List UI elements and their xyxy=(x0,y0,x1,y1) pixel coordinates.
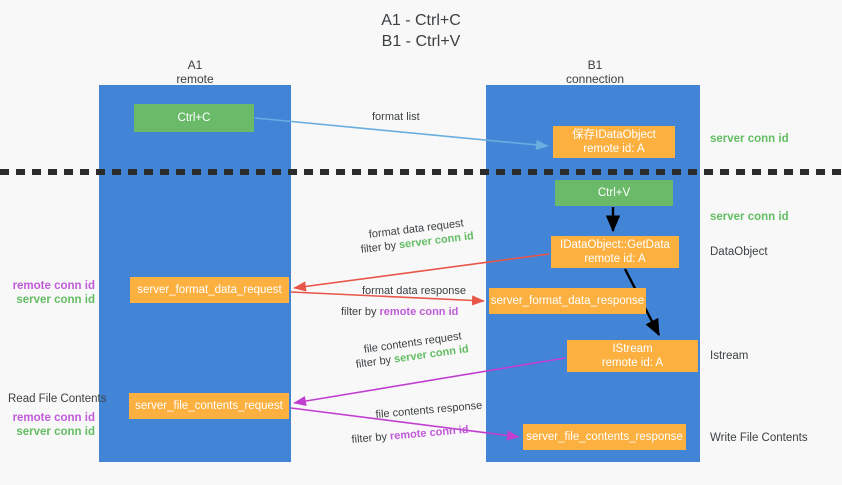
box-ctrl-v[interactable]: Ctrl+V xyxy=(555,180,673,206)
right-label-istream: Istream xyxy=(710,350,749,362)
box-server-file-contents-response[interactable]: server_file_contents_response xyxy=(523,424,686,450)
box-istream-line2: remote id: A xyxy=(601,357,664,369)
arrow-format-list xyxy=(254,117,549,150)
column-b1-role: connection xyxy=(565,72,625,86)
arrow-file-contents-response xyxy=(290,407,520,441)
right-label-server-conn-id-top: server conn id xyxy=(710,133,789,145)
box-server-format-data-response[interactable]: server_format_data_response xyxy=(489,288,646,314)
box-idataobject-getdata[interactable]: IDataObject::GetData remote id: A xyxy=(551,236,679,268)
left-label-remote-conn-id-1: remote conn id xyxy=(12,280,95,292)
arrow-format-data-response xyxy=(290,291,485,306)
box-server-file-contents-response-label: server_file_contents_response xyxy=(526,431,683,443)
box-istream-line1: IStream xyxy=(612,343,653,355)
box-server-format-data-response-label: server_format_data_response xyxy=(490,295,645,307)
left-label-server-conn-id-2: server conn id xyxy=(16,426,95,438)
box-server-format-data-request[interactable]: server_format_data_request xyxy=(130,277,289,303)
column-a1-role: remote xyxy=(176,72,214,86)
right-label-dataobject: DataObject xyxy=(710,246,768,258)
left-label-read-file-contents: Read File Contents xyxy=(8,393,107,405)
box-server-format-data-request-label: server_format_data_request xyxy=(137,284,282,296)
box-server-file-contents-request[interactable]: server_file_contents_request xyxy=(129,393,289,419)
box-ctrl-v-label: Ctrl+V xyxy=(597,187,631,199)
box-istream[interactable]: IStream remote id: A xyxy=(567,340,698,372)
left-label-server-conn-id-1: server conn id xyxy=(16,294,95,306)
edge-label-format-data-response-filter: filter by remote conn id xyxy=(341,305,458,319)
arrow-format-data-request xyxy=(293,253,550,292)
arrow-file-contents-request xyxy=(293,357,566,407)
right-label-server-conn-id-mid: server conn id xyxy=(710,211,789,223)
filter-value-remote-conn-id: remote conn id xyxy=(379,306,459,318)
filter-prefix: filter by xyxy=(341,306,380,318)
title-line-2: B1 - Ctrl+V xyxy=(381,33,461,50)
box-server-file-contents-request-label: server_file_contents_request xyxy=(135,400,283,412)
right-label-write-file-contents: Write File Contents xyxy=(710,432,808,444)
column-b1-name: B1 xyxy=(587,58,603,72)
column-header-a1: A1 remote xyxy=(115,58,275,86)
box-save-idataobject[interactable]: 保存IDataObject remote id: A xyxy=(553,126,675,158)
left-label-conn-ids-top: remote conn id server conn id xyxy=(10,279,95,307)
box-ctrl-c-label: Ctrl+C xyxy=(177,112,211,124)
left-label-remote-conn-id-2: remote conn id xyxy=(12,412,95,424)
column-a1-name: A1 xyxy=(187,58,203,72)
box-getdata-line1: IDataObject::GetData xyxy=(560,239,670,251)
box-ctrl-c[interactable]: Ctrl+C xyxy=(134,104,254,132)
edge-label-format-data-response: format data response xyxy=(362,285,466,297)
title-line-1: A1 - Ctrl+C xyxy=(381,12,461,29)
page-title: A1 - Ctrl+C B1 - Ctrl+V xyxy=(0,10,842,52)
column-header-b1: B1 connection xyxy=(510,58,680,86)
box-save-idataobject-line2: remote id: A xyxy=(583,143,645,155)
filter-prefix: filter by xyxy=(351,430,391,446)
edge-label-format-list: format list xyxy=(372,111,420,123)
box-save-idataobject-line1: 保存IDataObject xyxy=(572,129,656,141)
box-getdata-line2: remote id: A xyxy=(584,253,646,265)
phase-separator-dashed-line xyxy=(0,169,842,175)
left-label-conn-ids-bottom: remote conn id server conn id xyxy=(10,411,95,439)
